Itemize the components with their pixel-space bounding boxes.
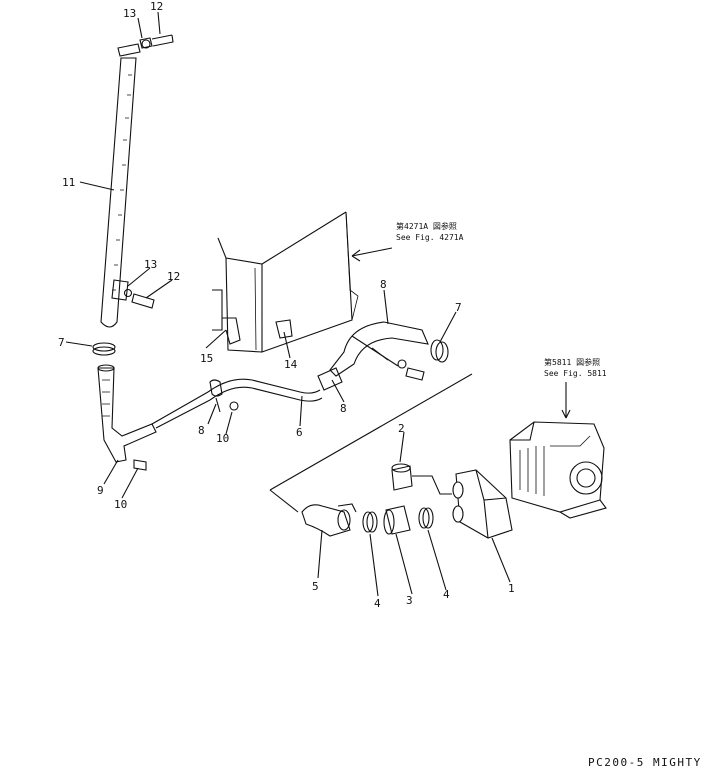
part-label-10-upper: 10 [216,432,229,445]
mid-clamp-bolt [111,279,155,309]
leader-lines [65,11,571,597]
part-label-9: 9 [97,484,104,497]
hose-clamp-right [430,339,449,363]
part-label-13-mid: 13 [144,258,157,271]
part-label-12-top: 12 [150,0,163,13]
part-label-2: 2 [398,422,405,435]
part-label-6: 6 [296,426,303,439]
part-label-4-right: 4 [443,588,450,601]
bolt-right [397,359,425,381]
part-label-12-mid: 12 [167,270,180,283]
assembly-lines [269,335,473,513]
blower-ref-en: See Fig. 5811 [544,369,607,378]
part-label-15: 15 [200,352,213,365]
hose-clamp-left [92,342,116,356]
vertical-pipe [100,43,141,328]
long-tube [207,378,323,413]
bolt-top [139,34,174,49]
upper-hose [317,321,429,391]
part-label-7-left: 7 [58,336,65,349]
part-label-3: 3 [406,594,413,607]
blower-ref-jp: 第5811 図参照 [544,357,600,367]
clamp-left [362,511,378,533]
sleeve [383,505,411,535]
part-label-10-lower: 10 [114,498,127,511]
model-footer: PC200-5 MIGHTY [588,756,702,769]
radiator-ref-en: See Fig. 4271A [396,233,464,242]
part-label-14: 14 [284,358,298,371]
part-label-7-right: 7 [455,301,462,314]
elbow [301,503,357,537]
part-label-13-top: 13 [123,7,136,20]
radiator-ref-jp: 第4271A 図参照 [396,221,457,231]
part-label-11: 11 [62,176,75,189]
part-label-8-middle: 8 [340,402,347,415]
part-label-8-left: 8 [198,424,205,437]
part-label-8-top: 8 [380,278,387,291]
small-hose [391,463,452,495]
duct [452,469,513,539]
reference-notes: 第4271A 図参照 See Fig. 4271A 第5811 図参照 See … [396,221,607,378]
blower-unit [509,421,607,519]
clamp-right [418,507,434,529]
part-label-1: 1 [508,582,515,595]
part-label-5: 5 [312,580,319,593]
radiator-housing [212,211,359,353]
lower-pipe [97,364,211,471]
part-numbers: 13 12 11 13 12 7 15 14 8 7 8 8 10 6 9 10… [58,0,515,610]
part-label-4-left: 4 [374,597,381,610]
